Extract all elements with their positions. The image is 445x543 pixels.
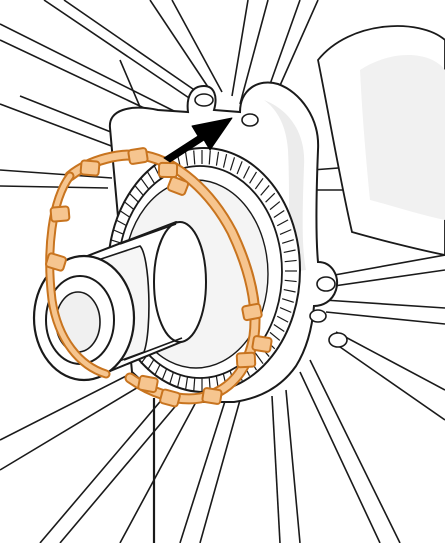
clip-tab xyxy=(166,176,190,196)
spline-tooth xyxy=(229,157,236,171)
spline-tooth xyxy=(281,239,294,244)
spline-tooth xyxy=(236,161,243,175)
spoke xyxy=(299,371,381,543)
spline-tooth xyxy=(283,249,296,254)
spline-tooth xyxy=(273,324,285,332)
spoke xyxy=(309,359,401,543)
clip-tab xyxy=(241,302,263,322)
spoke xyxy=(0,23,177,113)
orange-lockring-clip xyxy=(45,147,273,408)
clip-tab xyxy=(45,252,67,272)
spoke-hole xyxy=(194,93,214,107)
clip-tab xyxy=(251,335,273,353)
axle-edge xyxy=(119,223,177,245)
clip-tab xyxy=(201,387,223,405)
spoke xyxy=(0,103,123,151)
spline-tooth xyxy=(184,151,189,166)
clip-tab xyxy=(235,351,257,369)
spoke xyxy=(231,0,249,97)
spline-tooth xyxy=(184,376,189,391)
clip-tab xyxy=(49,205,71,223)
spline-tooth xyxy=(115,219,128,227)
spoke xyxy=(63,0,207,99)
spline-tooth xyxy=(284,259,297,263)
spline-tooth xyxy=(134,185,144,196)
spline-tooth xyxy=(276,219,289,227)
spline-tooth xyxy=(284,279,297,283)
spoke xyxy=(319,269,445,289)
spline-tooth xyxy=(269,331,281,341)
spoke xyxy=(0,379,151,471)
clip-left-band xyxy=(47,173,109,377)
clip-tab xyxy=(157,161,179,179)
spline-tooth xyxy=(254,177,264,190)
spoke xyxy=(199,399,241,543)
spline-tooth xyxy=(249,171,258,184)
spoke xyxy=(0,185,109,189)
spoke-hole xyxy=(316,276,336,292)
spoke xyxy=(335,331,445,391)
spline-tooth xyxy=(208,150,211,165)
spline-tooth xyxy=(283,288,296,293)
spline-tooth xyxy=(176,374,182,389)
direction-arrow xyxy=(163,117,233,163)
spline-tooth xyxy=(242,165,251,179)
spline-tooth xyxy=(279,229,292,235)
spoke xyxy=(285,389,301,543)
spline-tooth xyxy=(279,307,292,313)
spline-tooth xyxy=(281,298,294,303)
spoke xyxy=(59,395,185,543)
flange-shading xyxy=(264,100,306,272)
spoke xyxy=(0,369,139,441)
spoke xyxy=(271,395,281,543)
spline-tooth xyxy=(193,377,196,392)
clip-tab xyxy=(127,147,149,165)
spline-tooth xyxy=(128,192,139,203)
spline-tooth xyxy=(123,201,135,211)
spoke xyxy=(179,397,227,543)
spoke xyxy=(171,0,223,93)
spline-tooth xyxy=(119,210,131,218)
spoke xyxy=(119,401,197,543)
spline-tooth xyxy=(161,367,168,381)
spline-tooth xyxy=(146,171,155,184)
clip-tab xyxy=(137,374,159,394)
spline-tooth xyxy=(260,185,270,196)
spoke xyxy=(317,254,445,279)
spline-tooth xyxy=(215,151,220,166)
axle-collar xyxy=(153,221,207,343)
spline-tooth xyxy=(193,150,196,165)
spline-tooth xyxy=(254,352,264,365)
spline-tooth xyxy=(276,315,289,323)
spoke xyxy=(149,0,215,97)
spline-tooth xyxy=(112,229,125,235)
spoke xyxy=(323,299,445,309)
spoke xyxy=(239,0,269,105)
rear-flange-shadow xyxy=(360,55,445,220)
spline-tooth xyxy=(265,192,276,203)
spline-tooth xyxy=(222,153,228,168)
spline-tooth xyxy=(273,210,285,218)
spoke xyxy=(0,169,113,179)
clip-tab xyxy=(159,388,181,408)
spline-tooth xyxy=(168,371,175,385)
spoke xyxy=(325,311,445,325)
clip-tab xyxy=(79,159,101,177)
spoke xyxy=(19,95,127,139)
spoke-hole xyxy=(328,332,348,348)
spoke xyxy=(39,389,171,543)
spline-tooth xyxy=(146,358,155,371)
spoke-hole xyxy=(241,113,259,127)
spoke xyxy=(43,0,199,105)
spoke-hole xyxy=(309,309,327,323)
spline-tooth xyxy=(153,363,162,377)
spline-tooth xyxy=(140,177,150,190)
spoke xyxy=(329,339,445,421)
spline-tooth xyxy=(269,201,281,211)
